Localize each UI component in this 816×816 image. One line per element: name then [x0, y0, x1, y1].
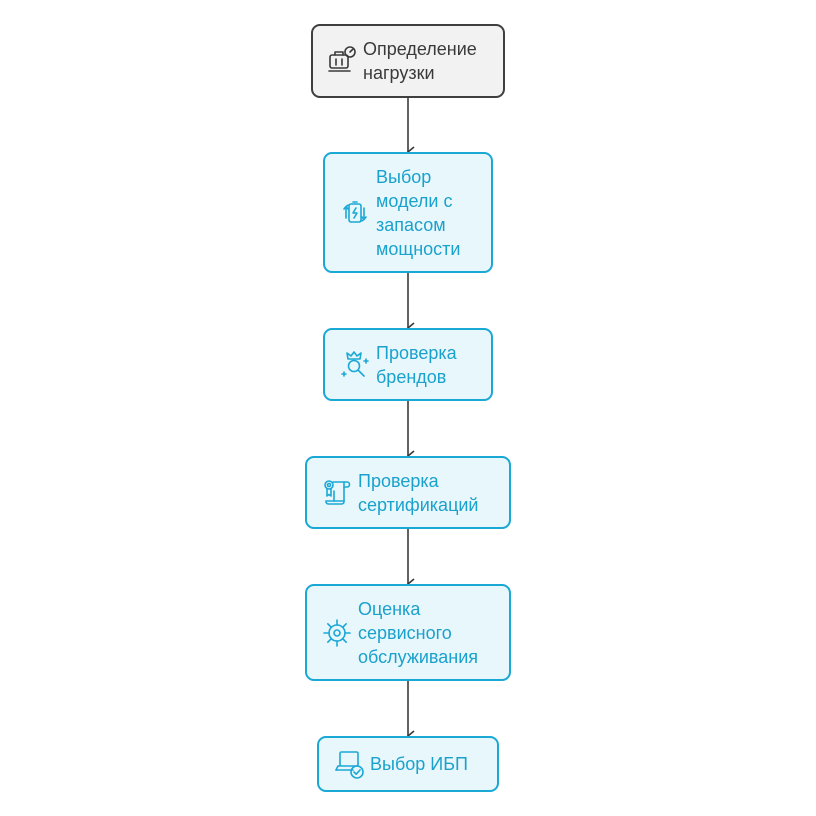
node-label: Определение нагрузки	[363, 39, 477, 83]
battery-cycle-icon	[334, 197, 376, 229]
node-brand-check[interactable]: Проверка брендов	[323, 328, 493, 401]
node-label: Выбор ИБП	[370, 754, 468, 774]
crown-magnifier-icon	[334, 349, 376, 381]
node-label: Выбор модели с запасом мощности	[376, 166, 461, 259]
node-load-definition[interactable]: Определение нагрузки	[311, 24, 505, 98]
node-certification-check[interactable]: Проверка сертификаций	[305, 456, 511, 529]
node-label: Проверка брендов	[376, 342, 457, 387]
node-label: Проверка сертификаций	[358, 470, 479, 515]
laptop-check-icon	[328, 748, 370, 780]
node-label: Оценка сервисного обслуживания	[358, 598, 479, 667]
node-model-selection[interactable]: Выбор модели с запасом мощности	[323, 152, 493, 273]
certificate-scroll-icon	[316, 477, 358, 509]
node-service-evaluation[interactable]: Оценка сервисного обслуживания	[305, 584, 511, 681]
gear-service-icon	[316, 617, 358, 649]
node-ups-selection[interactable]: Выбор ИБП	[317, 736, 499, 792]
scale-gauge-icon	[322, 45, 362, 77]
